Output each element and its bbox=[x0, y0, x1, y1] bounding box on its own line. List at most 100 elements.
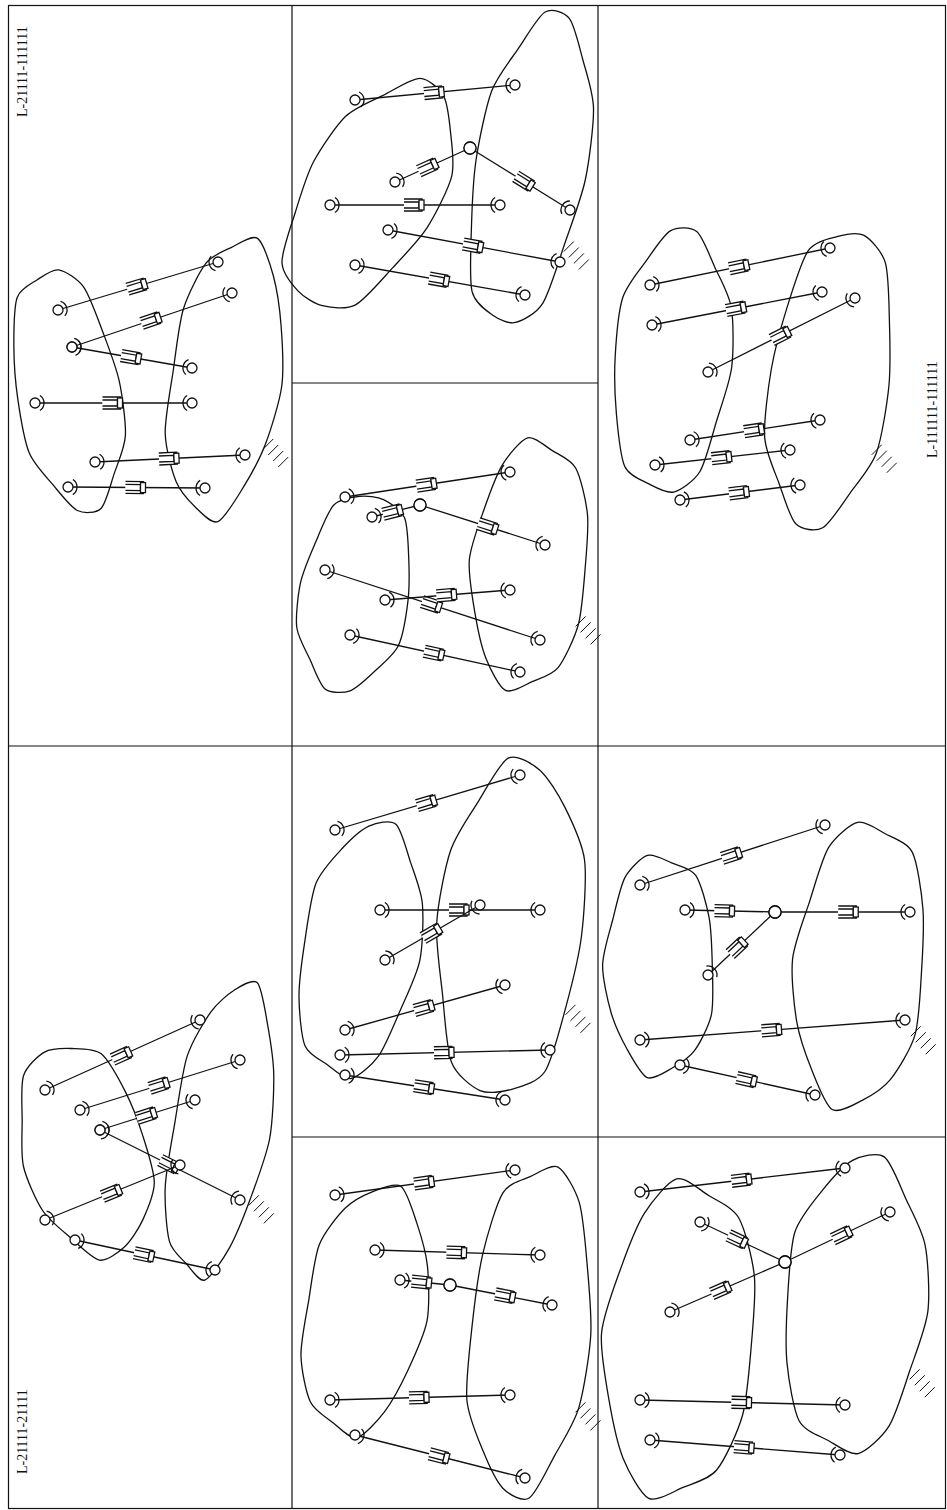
joint-socket bbox=[404, 1273, 409, 1288]
joint-socket bbox=[831, 1447, 836, 1462]
actuated-leg bbox=[325, 1388, 515, 1408]
spherical-joint bbox=[350, 1430, 360, 1440]
shared-joint bbox=[769, 906, 781, 918]
ground-hatch bbox=[259, 1207, 269, 1217]
ground-hatch bbox=[264, 1213, 274, 1223]
prismatic-actuator bbox=[413, 1175, 434, 1190]
spherical-joint bbox=[210, 1265, 220, 1275]
spherical-joint bbox=[475, 900, 485, 910]
spherical-joint bbox=[330, 1190, 340, 1200]
actuated-leg bbox=[650, 443, 795, 472]
leg-rod bbox=[670, 1262, 785, 1312]
leg-rod bbox=[95, 455, 245, 462]
joint-socket bbox=[684, 492, 689, 507]
actuated-leg bbox=[635, 819, 830, 890]
spherical-joint bbox=[795, 480, 805, 490]
actuated-leg bbox=[370, 1243, 545, 1263]
spherical-joint bbox=[500, 1095, 510, 1105]
joint-socket bbox=[60, 301, 67, 316]
spherical-joint bbox=[825, 243, 835, 253]
joint-socket bbox=[701, 1217, 709, 1231]
grid-line bbox=[597, 5, 598, 1509]
spherical-joint bbox=[510, 1165, 520, 1175]
ground-hatch bbox=[565, 1005, 575, 1015]
joint-socket bbox=[75, 340, 81, 355]
leg-rod bbox=[655, 450, 790, 465]
joint-socket bbox=[541, 1043, 545, 1058]
spherical-joint bbox=[703, 970, 713, 980]
base-outline bbox=[786, 1155, 929, 1454]
joint-socket bbox=[531, 631, 538, 645]
spherical-joint bbox=[95, 1125, 105, 1135]
joint-socket bbox=[359, 92, 364, 107]
spherical-joint bbox=[227, 288, 237, 298]
leg-rod bbox=[375, 1250, 540, 1255]
joint-socket bbox=[358, 258, 364, 273]
prismatic-actuator bbox=[420, 923, 443, 943]
actuated-leg bbox=[340, 465, 515, 504]
spherical-joint bbox=[395, 1275, 405, 1285]
spherical-joint bbox=[325, 200, 335, 210]
leg-rod bbox=[340, 1050, 550, 1055]
joint-socket bbox=[655, 317, 661, 332]
prismatic-actuator bbox=[728, 259, 750, 275]
joint-socket bbox=[496, 1092, 501, 1107]
ground-hatch bbox=[268, 445, 278, 455]
joint-socket bbox=[506, 1163, 511, 1178]
spherical-joint bbox=[635, 1395, 645, 1405]
base-outline bbox=[765, 234, 890, 530]
platform-outline bbox=[615, 228, 733, 492]
joint-socket bbox=[327, 564, 334, 578]
actuated-leg bbox=[70, 1234, 220, 1277]
prismatic-actuator bbox=[726, 936, 749, 958]
spherical-joint bbox=[680, 905, 690, 915]
platform-outline bbox=[299, 822, 423, 1079]
actuated-leg bbox=[345, 629, 525, 679]
spherical-joint bbox=[650, 460, 660, 470]
prismatic-actuator bbox=[135, 1107, 158, 1124]
spherical-joint bbox=[200, 483, 210, 493]
joint-socket bbox=[186, 1094, 193, 1108]
actuated-leg bbox=[675, 478, 805, 507]
base-outline bbox=[792, 822, 923, 1110]
prismatic-actuator bbox=[126, 278, 149, 295]
leg-rod bbox=[700, 1222, 785, 1262]
leg-rod bbox=[640, 1400, 845, 1405]
prismatic-actuator bbox=[714, 905, 734, 917]
shared-joint bbox=[464, 142, 476, 154]
spherical-joint bbox=[635, 880, 645, 890]
ground-hatch bbox=[916, 1032, 926, 1042]
spherical-joint bbox=[367, 512, 377, 522]
prismatic-actuator bbox=[413, 999, 436, 1016]
prismatic-actuator bbox=[415, 794, 438, 811]
spherical-joint bbox=[510, 80, 520, 90]
joint-socket bbox=[231, 1191, 239, 1205]
joint-socket bbox=[709, 363, 717, 377]
joint-socket bbox=[385, 902, 389, 917]
prismatic-actuator bbox=[413, 1080, 435, 1095]
joint-socket bbox=[183, 395, 187, 410]
structure-code: L-21111-111111 bbox=[14, 25, 29, 120]
platform-outline bbox=[282, 78, 453, 308]
spherical-joint bbox=[815, 415, 825, 425]
spherical-joint bbox=[675, 495, 685, 505]
prismatic-actuator bbox=[731, 1396, 751, 1408]
platform-outline bbox=[603, 855, 713, 1078]
prismatic-actuator bbox=[725, 301, 747, 317]
prismatic-actuator bbox=[512, 171, 535, 192]
shared-joint bbox=[444, 1279, 456, 1291]
leg-rod bbox=[470, 148, 570, 210]
leg-rod bbox=[650, 1440, 840, 1455]
ground-hatch bbox=[872, 445, 882, 455]
structure-code: L-21111-21111 bbox=[14, 1388, 29, 1477]
actuated-leg bbox=[647, 285, 827, 331]
spherical-joint bbox=[703, 367, 713, 377]
spherical-joint bbox=[90, 457, 100, 467]
joint-socket bbox=[683, 1059, 689, 1074]
parallel-mechanism bbox=[14, 238, 288, 523]
spherical-joint bbox=[340, 492, 350, 502]
leg-rod bbox=[385, 905, 480, 960]
ground-hatch bbox=[915, 1375, 925, 1385]
joint-socket bbox=[806, 1087, 812, 1102]
prismatic-actuator bbox=[476, 518, 499, 536]
